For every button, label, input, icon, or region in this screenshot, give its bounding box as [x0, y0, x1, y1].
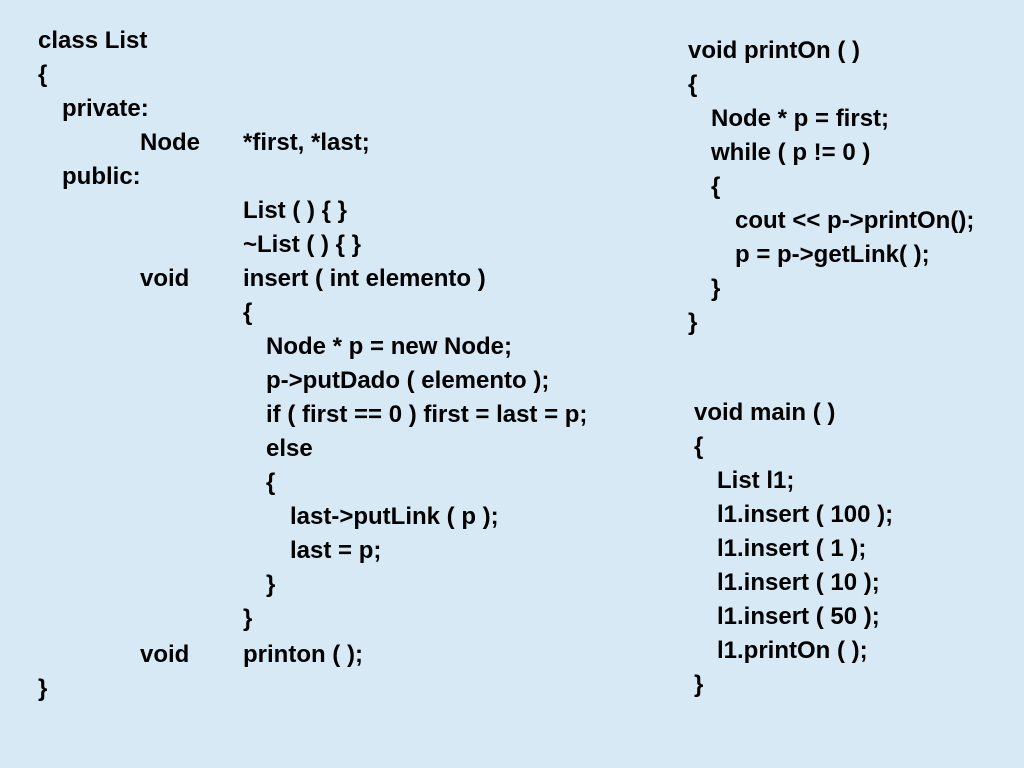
main-close-brace: } — [694, 671, 704, 698]
else-open-brace: { — [266, 469, 276, 496]
class-close-brace: } — [38, 675, 48, 702]
print-on-while-open-brace: { — [711, 173, 721, 200]
node-fields: *first, *last; — [243, 129, 370, 156]
insert-close-brace: } — [243, 605, 253, 632]
main-insert-100: l1.insert ( 100 ); — [717, 501, 894, 528]
printon-signature: printon ( ); — [243, 641, 363, 668]
main-insert-10: l1.insert ( 10 ); — [717, 569, 880, 596]
printon-return-type: void — [140, 641, 190, 668]
constructor: List ( ) { } — [243, 197, 348, 224]
print-on-advance-line: p = p->getLink( ); — [735, 241, 930, 268]
insert-new-node: Node * p = new Node; — [266, 333, 513, 360]
private-label: private: — [62, 95, 149, 122]
class-open-brace: { — [38, 61, 48, 88]
print-on-signature: void printOn ( ) — [688, 37, 860, 64]
insert-signature: insert ( int elemento ) — [243, 265, 486, 292]
print-on-while-close-brace: } — [711, 275, 721, 302]
print-on-open-brace: { — [688, 71, 698, 98]
main-insert-50: l1.insert ( 50 ); — [717, 603, 880, 630]
else-put-link: last->putLink ( p ); — [290, 503, 499, 530]
main-open-brace: { — [694, 433, 704, 460]
insert-return-type: void — [140, 265, 190, 292]
else-close-brace: } — [266, 571, 276, 598]
print-on-close-brace: } — [688, 309, 698, 336]
node-type: Node — [140, 129, 200, 156]
public-label: public: — [62, 163, 141, 190]
class-header: class List — [38, 27, 148, 54]
main-signature: void main ( ) — [694, 399, 836, 426]
insert-if-first: if ( first == 0 ) first = last = p; — [266, 401, 588, 428]
print-on-cout-line: cout << p->printOn(); — [735, 207, 975, 234]
main-insert-1: l1.insert ( 1 ); — [717, 535, 867, 562]
insert-open-brace: { — [243, 299, 253, 326]
main-print-call: l1.printOn ( ); — [717, 637, 868, 664]
print-on-node-init: Node * p = first; — [711, 105, 890, 132]
destructor: ~List ( ) { } — [243, 231, 362, 258]
main-declare-list: List l1; — [717, 467, 795, 494]
insert-put-dado: p->putDado ( elemento ); — [266, 367, 550, 394]
else-assign-last: last = p; — [290, 537, 382, 564]
insert-else: else — [266, 435, 313, 462]
print-on-while-header: while ( p != 0 ) — [711, 139, 871, 166]
